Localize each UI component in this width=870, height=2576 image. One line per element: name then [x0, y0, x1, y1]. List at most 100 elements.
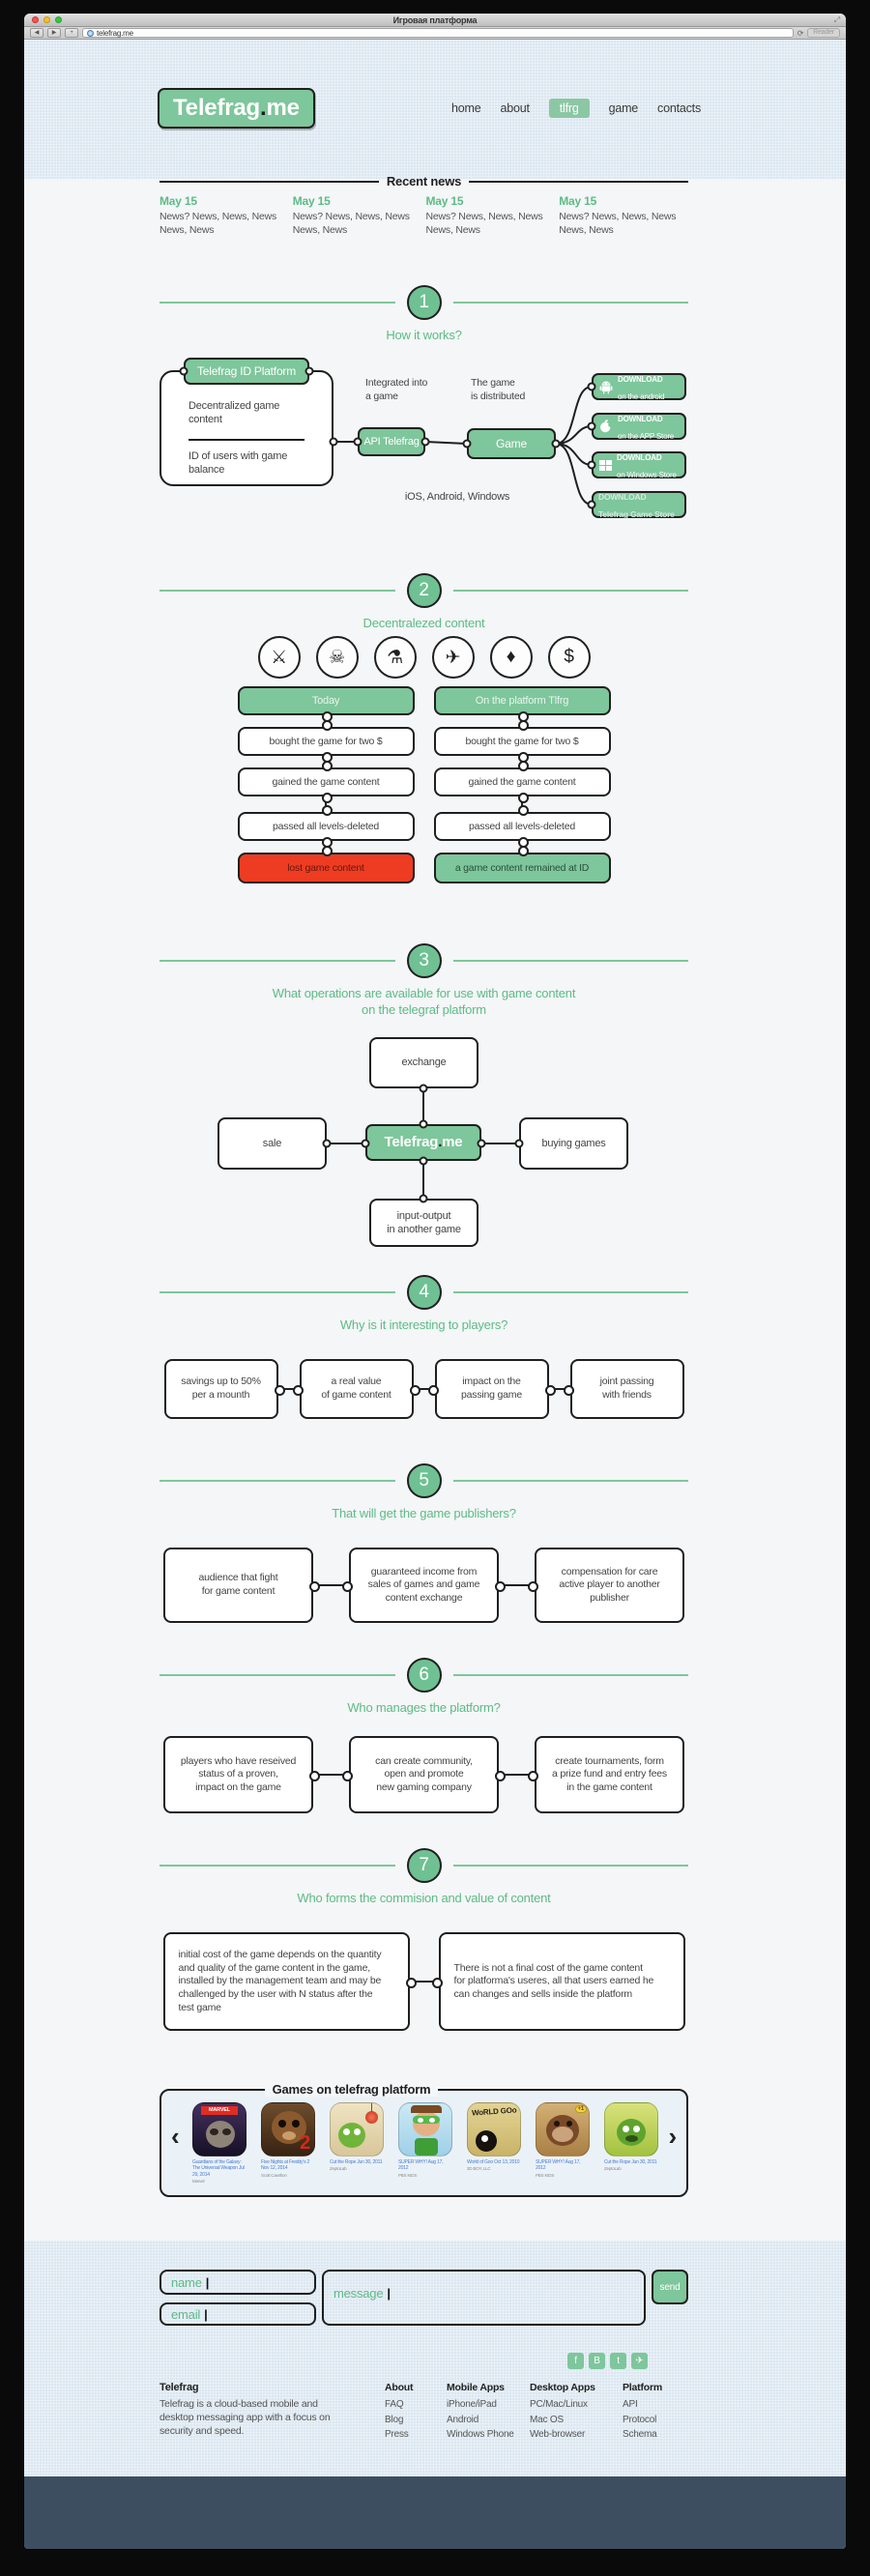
footer-col-about: About FAQ Blog Press — [385, 2382, 439, 2443]
url-field[interactable]: telefrag.me — [82, 28, 794, 38]
reader-button[interactable]: Reader — [807, 28, 840, 38]
message-input[interactable]: message | — [322, 2270, 646, 2326]
footer-link-windows-phone[interactable]: Windows Phone — [447, 2429, 514, 2440]
footer-link-api[interactable]: API — [623, 2399, 638, 2410]
game-tile-monkey[interactable]: +1 SUPER WHY! Aug 17, 2012 PBS KIDS — [536, 2102, 590, 2184]
footer-col-title: Platform — [623, 2382, 662, 2393]
news-date: May 15 — [559, 194, 597, 208]
telegram-icon[interactable]: ✈ — [631, 2353, 648, 2369]
game-publisher: ZeptoLab — [330, 2166, 347, 2172]
game-publisher: 2D BOY, LLC — [467, 2166, 491, 2172]
footer-link-iphone[interactable]: iPhone/iPad — [447, 2399, 497, 2410]
footer-link-schema[interactable]: Schema — [623, 2429, 657, 2440]
games-carousel: Games on telefrag platform ‹ › MARVEL Gu… — [160, 2082, 688, 2198]
game-tile-world-of-goo[interactable]: WoRLD GOo World of Goo Oct 13, 2010 2D B… — [467, 2102, 521, 2184]
platform-step-3: passed all levels-deleted — [433, 812, 611, 842]
manager-box: create tournaments, form a prize fund an… — [535, 1736, 684, 1814]
twitter-icon[interactable]: t — [610, 2353, 626, 2369]
name-input[interactable]: name | — [160, 2270, 316, 2295]
news-text: News? News, News, News News, News — [425, 211, 543, 236]
bear-eye — [278, 2120, 286, 2128]
site-logo[interactable]: Telefrag.me — [158, 88, 315, 129]
rocket-icon: ✈ — [431, 636, 475, 680]
footer-link-protocol[interactable]: Protocol — [623, 2414, 657, 2425]
footer-col-mobile-apps: Mobile Apps iPhone/iPad Android Windows … — [447, 2382, 522, 2443]
footer-link-android[interactable]: Android — [447, 2414, 479, 2425]
game-icon: +1 — [536, 2102, 590, 2157]
platform-column: On the platform Tlfrg bought the game fo… — [433, 686, 611, 884]
nav-contacts[interactable]: contacts — [657, 101, 701, 115]
news-text: News? News, News, News News, News — [559, 211, 677, 236]
footer-link-pc-mac-linux[interactable]: PC/Mac/Linux — [530, 2399, 588, 2410]
section-3-title-line1: What operations are available for use wi… — [272, 986, 576, 1001]
zoom-window-icon[interactable] — [55, 16, 62, 23]
download-line1: DOWNLOAD — [617, 453, 662, 463]
nav-tlfrg-active[interactable]: tlfrg — [548, 99, 590, 118]
game-caption: Cut the Rope Jun 30, 2011 — [330, 2159, 383, 2166]
news-date: May 15 — [160, 194, 197, 208]
nav-about[interactable]: about — [500, 101, 530, 115]
footer-link-blog[interactable]: Blog — [385, 2414, 404, 2425]
section-5-number-badge: 5 — [406, 1463, 442, 1499]
resize-icon[interactable]: ⤢ — [833, 14, 840, 24]
section-4-title: Why is it interesting to players? — [339, 1317, 508, 1333]
footer-link-mac-os[interactable]: Mac OS — [530, 2414, 564, 2425]
section-4-divider: 4 — [160, 1275, 688, 1311]
buying-games-node: buying games — [519, 1117, 628, 1171]
manager-box: players who have reseived status of a pr… — [163, 1736, 313, 1814]
plus-one-badge: +1 — [574, 2105, 587, 2114]
facebook-icon[interactable]: f — [567, 2353, 584, 2369]
logo-part2: me — [266, 95, 300, 121]
game-tile-guardians[interactable]: MARVEL Guardians of the Galaxy: The Univ… — [192, 2102, 246, 2184]
bottom-navy-bar — [24, 2476, 846, 2549]
game-tile-cut-the-rope-2[interactable]: Cut the Rope Jun 30, 2011 ZeptoLab — [604, 2102, 658, 2184]
candy — [365, 2111, 378, 2125]
back-button[interactable]: ◀ — [30, 28, 44, 38]
traffic-lights — [32, 16, 62, 23]
nav-game[interactable]: game — [608, 101, 639, 115]
game-tile-cut-the-rope[interactable]: Cut the Rope Jun 30, 2011 ZeptoLab — [330, 2102, 384, 2184]
text-caret: | — [205, 2274, 210, 2290]
footer-link-web-browser[interactable]: Web-browser — [530, 2429, 586, 2440]
close-window-icon[interactable] — [32, 16, 39, 23]
forward-button[interactable]: ▶ — [47, 28, 61, 38]
minimize-window-icon[interactable] — [44, 16, 50, 23]
games-carousel-title: Games on telefrag platform — [161, 2082, 686, 2098]
game-caption: World of Goo Oct 13, 2010 — [467, 2159, 520, 2166]
games-heading: Games on telefrag platform — [264, 2082, 439, 2098]
send-button[interactable]: send — [652, 2270, 688, 2304]
game-tiles: MARVEL Guardians of the Galaxy: The Univ… — [161, 2091, 686, 2184]
section-3-divider: 3 — [160, 943, 688, 979]
monkey-eye — [566, 2121, 572, 2127]
green-mask — [413, 2116, 440, 2125]
game-tile-super-why[interactable]: SUPER WHY! Aug 17, 2012 PBS KIDS — [398, 2102, 452, 2184]
game-tile-freddys[interactable]: 2 Five Nights at Freddy's 2 Nov 12, 2014… — [261, 2102, 315, 2184]
footer-link-faq[interactable]: FAQ — [385, 2399, 404, 2410]
email-input[interactable]: email | — [160, 2302, 316, 2326]
publisher-box: audience that fight for game content — [163, 1548, 313, 1624]
footer-link-press[interactable]: Press — [385, 2429, 409, 2440]
pistol-icon: ☠ — [315, 636, 359, 680]
benefit-box: impact on the passing game — [434, 1359, 549, 1420]
game-icon: WoRLD GOo — [467, 2102, 521, 2157]
news-item: May 15 News? News, News, News News, News — [559, 194, 688, 237]
game-icon — [604, 2102, 658, 2157]
section-5-title: That will get the game publishers? — [332, 1506, 516, 1521]
game-caption: Guardians of the Galaxy: The Universal W… — [192, 2159, 245, 2178]
carousel-prev-icon[interactable]: ‹ — [171, 2122, 180, 2152]
sale-node: sale — [218, 1117, 327, 1171]
refresh-icon[interactable]: ⟳ — [797, 28, 804, 38]
game-caption: SUPER WHY! Aug 17, 2012 — [536, 2159, 581, 2172]
browser-titlebar: Игровая платформа ⤢ — [24, 14, 846, 27]
today-step-1: bought the game for two $ — [237, 727, 415, 757]
new-tab-button[interactable]: + — [65, 28, 78, 38]
vk-icon[interactable]: B — [589, 2353, 605, 2369]
news-item: May 15 News? News, News, News News, News — [426, 194, 556, 237]
nav-home[interactable]: home — [450, 101, 481, 115]
section-6-number-badge: 6 — [406, 1658, 442, 1693]
carousel-next-icon[interactable]: › — [668, 2122, 678, 2152]
